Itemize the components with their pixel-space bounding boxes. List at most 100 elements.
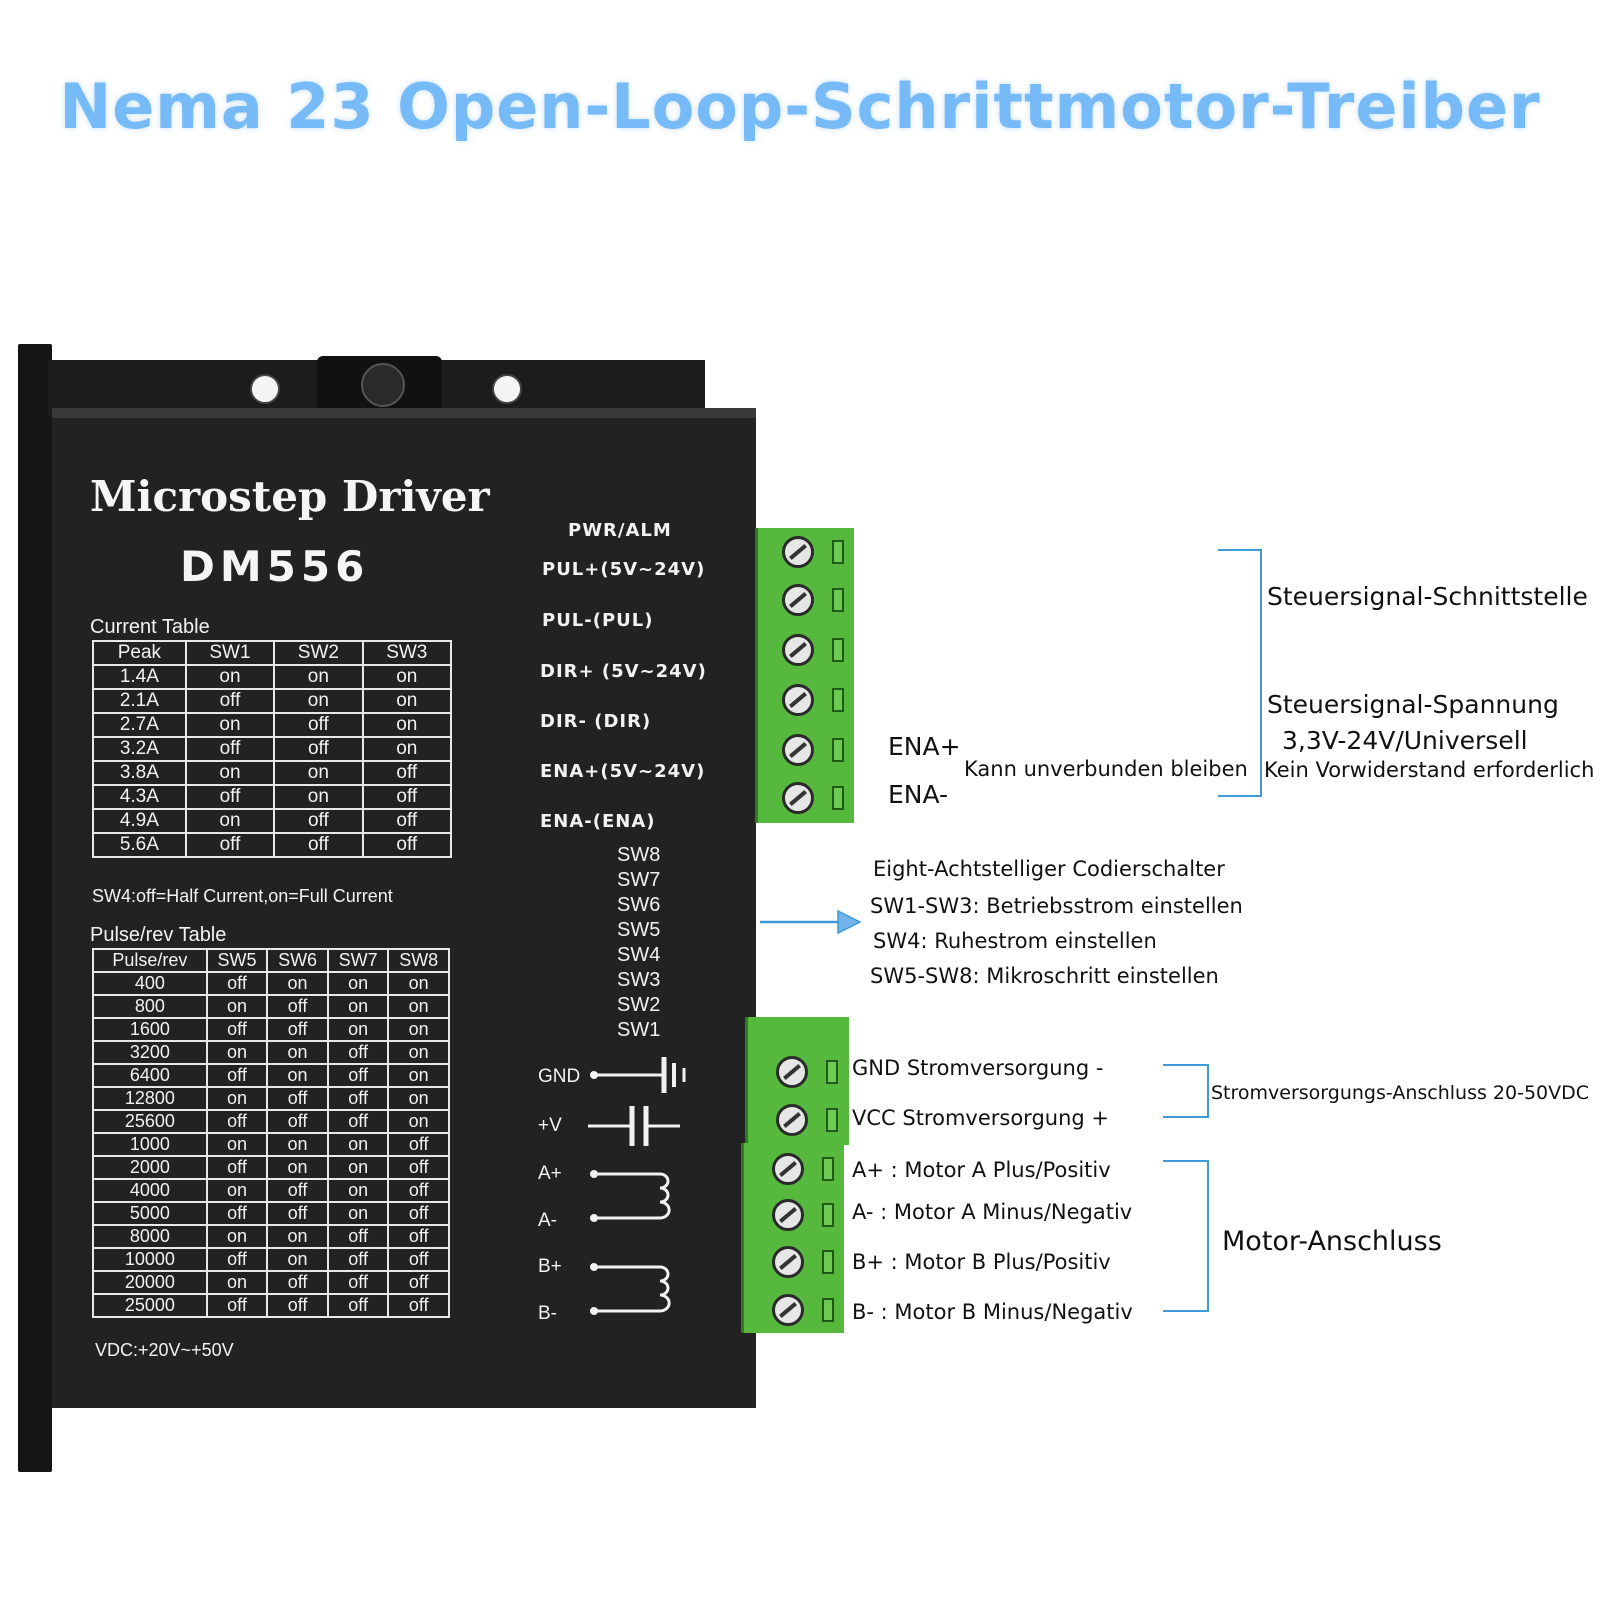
pulse-cell: on xyxy=(205,1178,269,1203)
switch-label-sw4: SW4 xyxy=(617,944,661,966)
power-label-a-plus: A+ xyxy=(538,1163,562,1184)
pulse-cell: off xyxy=(266,1086,329,1111)
signal-terminal-block xyxy=(755,528,854,823)
pulse-cell: off xyxy=(205,1201,269,1226)
pulse-cell: 10000 xyxy=(92,1247,208,1272)
pulse-cell: on xyxy=(387,1086,450,1111)
pulse-cell: off xyxy=(205,971,269,996)
pulse-cell: off xyxy=(326,1086,390,1111)
page-title: Nema 23 Open-Loop-Schrittmotor-Treiber xyxy=(59,70,1541,143)
pulse-cell: off xyxy=(266,1109,329,1134)
dip-title-label: Eight-Achtstelliger Codierschalter xyxy=(873,857,1225,881)
pulse-cell: off xyxy=(205,1155,269,1180)
pulse-cell: off xyxy=(387,1201,450,1226)
signal-label-pul-plus: PUL+(5V~24V) xyxy=(542,559,706,580)
terminal-screw-icon xyxy=(772,1153,804,1185)
pulse-cell: 20000 xyxy=(92,1270,208,1295)
terminal-slot xyxy=(832,738,844,762)
ground-symbol-icon xyxy=(590,1057,686,1093)
pulse-cell: 8000 xyxy=(92,1224,208,1249)
current-cell: on xyxy=(361,688,453,714)
current-cell: off xyxy=(273,832,364,858)
current-cell: off xyxy=(273,808,364,834)
pulse-cell: 800 xyxy=(92,994,208,1019)
pulse-table-title: Pulse/rev Table xyxy=(90,924,227,946)
motor-port-label: Motor-Anschluss xyxy=(1222,1226,1442,1257)
switch-label-sw1: SW1 xyxy=(617,1019,661,1041)
pulse-header-cell: SW6 xyxy=(266,948,329,973)
signal-label-ena-minus: ENA-(ENA) xyxy=(540,811,656,832)
terminal-screw-icon xyxy=(776,1056,808,1088)
switch-label-sw8: SW8 xyxy=(617,844,661,866)
arrow-right-icon xyxy=(760,909,862,935)
pulse-cell: on xyxy=(266,1155,329,1180)
current-cell: 4.9A xyxy=(92,808,187,834)
coil-a-symbol-icon xyxy=(590,1170,671,1222)
mounting-hole-right xyxy=(492,374,522,404)
terminal-screw-icon xyxy=(772,1199,804,1231)
pulse-cell: off xyxy=(266,1293,329,1318)
current-header-cell: SW1 xyxy=(184,640,276,666)
pulse-cell: 25000 xyxy=(92,1293,208,1318)
terminal-screw-icon xyxy=(782,734,814,766)
current-cell: 2.1A xyxy=(92,688,187,714)
terminal-screw-icon xyxy=(782,584,814,616)
capacitor-symbol-icon xyxy=(588,1106,680,1146)
pulse-cell: on xyxy=(266,1040,329,1065)
current-cell: off xyxy=(361,832,453,858)
pulse-cell: off xyxy=(326,1224,390,1249)
current-cell: off xyxy=(273,736,364,762)
current-cell: off xyxy=(184,832,276,858)
pulse-cell: off xyxy=(205,1017,269,1042)
coil-b-symbol-icon xyxy=(590,1263,671,1315)
control-voltage-label: Steuersignal-Spannung xyxy=(1267,690,1559,719)
current-cell: on xyxy=(273,760,364,786)
terminal-slot xyxy=(826,1060,838,1084)
screw-icon xyxy=(361,363,405,407)
pulse-cell: off xyxy=(266,1201,329,1226)
pulse-cell: on xyxy=(205,994,269,1019)
current-cell: off xyxy=(184,736,276,762)
pulse-header-cell: SW8 xyxy=(387,948,450,973)
pulse-cell: on xyxy=(387,1017,450,1042)
pulse-cell: off xyxy=(387,1178,450,1203)
vcc-label: VCC Stromversorgung + xyxy=(852,1106,1109,1130)
pulse-cell: off xyxy=(326,1109,390,1134)
current-cell: on xyxy=(361,712,453,738)
pulse-cell: on xyxy=(205,1270,269,1295)
signal-label-pul-minus: PUL-(PUL) xyxy=(542,610,654,631)
pulse-cell: off xyxy=(387,1270,450,1295)
current-cell: 5.6A xyxy=(92,832,187,858)
pulse-cell: off xyxy=(326,1270,390,1295)
terminal-screw-icon xyxy=(776,1104,808,1136)
pulse-cell: on xyxy=(266,1132,329,1157)
pulse-cell: off xyxy=(326,1040,390,1065)
terminal-slot xyxy=(822,1157,834,1181)
pulse-cell: off xyxy=(205,1063,269,1088)
pulse-cell: off xyxy=(205,1293,269,1318)
terminal-slot xyxy=(832,588,844,612)
switch-label-sw5: SW5 xyxy=(617,919,661,941)
power-label-a-minus: A- xyxy=(538,1210,557,1231)
terminal-screw-icon xyxy=(772,1246,804,1278)
pulse-cell: off xyxy=(387,1224,450,1249)
switch-label-sw7: SW7 xyxy=(617,869,661,891)
dip-idle-label: SW4: Ruhestrom einstellen xyxy=(873,929,1157,953)
pulse-cell: 25600 xyxy=(92,1109,208,1134)
no-resistor-label: Kein Vorwiderstand erforderlich xyxy=(1264,758,1595,782)
pulse-cell: on xyxy=(205,1224,269,1249)
